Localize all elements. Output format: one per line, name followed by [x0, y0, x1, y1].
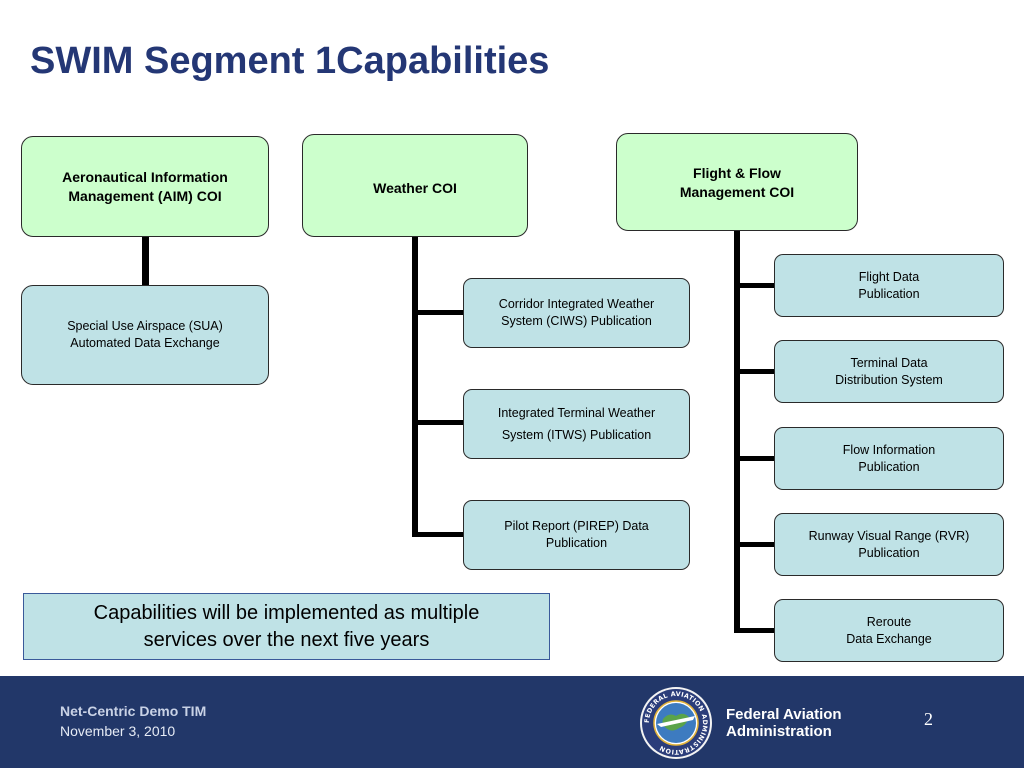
weather-coi-box: Weather COI — [302, 134, 528, 237]
footer-band: Net-Centric Demo TIM November 3, 2010 FE… — [0, 676, 1024, 768]
capability-label: Pilot Report (PIREP) Data Publication — [504, 519, 649, 550]
ffm-branch-terminal-data — [734, 369, 775, 374]
weather-branch-itws — [412, 420, 464, 425]
weather-branch-ciws — [412, 310, 464, 315]
ffm-coi-box: Flight & Flow Management COI — [616, 133, 858, 231]
capability-label: Flight Data Publication — [858, 269, 920, 301]
agency-name: Federal Aviation Administration — [726, 706, 842, 740]
ffm-trunk — [734, 230, 740, 633]
capability-label: Terminal Data Distribution System — [835, 355, 943, 387]
weather-branch-pirep — [412, 532, 464, 537]
faa-seal-icon: FEDERAL AVIATION ADMINISTRATION — [640, 687, 712, 759]
ffm-coi-label: Flight & Flow Management COI — [679, 165, 795, 200]
weather-trunk — [412, 236, 418, 537]
aim-coi-label: Aeronautical Information Management (AIM… — [62, 168, 228, 204]
capability-itws-box: Integrated Terminal Weather System (ITWS… — [463, 389, 690, 459]
capability-flight-data-box: Flight Data Publication — [774, 254, 1004, 317]
weather-coi-label: Weather COI — [373, 180, 457, 196]
capability-label: Corridor Integrated Weather System (CIWS… — [498, 297, 655, 328]
capability-ciws-box: Corridor Integrated Weather System (CIWS… — [463, 278, 690, 348]
capability-label: Flow Information Publication — [842, 442, 936, 474]
ffm-branch-flight-data — [734, 283, 775, 288]
capability-pirep-box: Pilot Report (PIREP) Data Publication — [463, 500, 690, 570]
aim-coi-box: Aeronautical Information Management (AIM… — [21, 136, 269, 237]
capability-reroute-box: Reroute Data Exchange — [774, 599, 1004, 662]
ffm-branch-reroute — [734, 628, 775, 633]
capability-label: Reroute Data Exchange — [846, 614, 932, 646]
implementation-note: Capabilities will be implemented as mult… — [23, 593, 550, 660]
aim-connector — [142, 236, 149, 286]
capability-terminal-data-box: Terminal Data Distribution System — [774, 340, 1004, 403]
implementation-note-text: Capabilities will be implemented as mult… — [93, 601, 480, 651]
page-number: 2 — [924, 709, 933, 729]
capability-sua-box: Special Use Airspace (SUA) Automated Dat… — [21, 285, 269, 385]
capability-label: Special Use Airspace (SUA) Automated Dat… — [67, 319, 223, 350]
capability-label: Runway Visual Range (RVR) Publication — [808, 528, 970, 560]
capability-flow-info-box: Flow Information Publication — [774, 427, 1004, 490]
capability-rvr-box: Runway Visual Range (RVR) Publication — [774, 513, 1004, 576]
ffm-branch-flow-info — [734, 456, 775, 461]
footer-event-name: Net-Centric Demo TIM — [60, 703, 207, 719]
footer-date: November 3, 2010 — [60, 723, 176, 739]
ffm-branch-rvr — [734, 542, 775, 547]
slide-title: SWIM Segment 1Capabilities — [30, 40, 550, 82]
capability-label: Integrated Terminal Weather System (ITWS… — [497, 406, 656, 442]
